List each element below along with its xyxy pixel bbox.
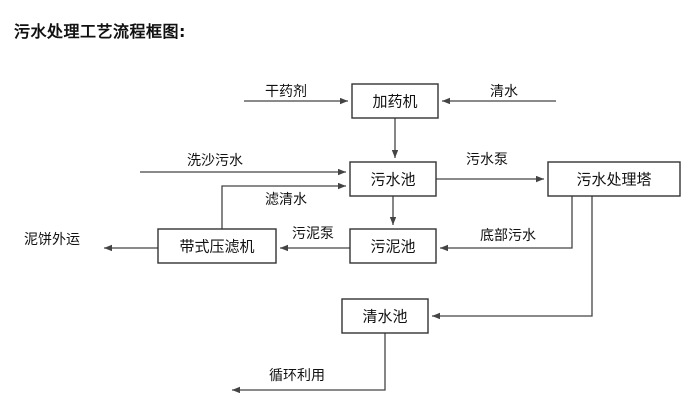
terminal-label-clean-water: 清水 (490, 84, 518, 100)
node-sludge-pool[interactable]: 污泥池 (349, 228, 437, 264)
edge-press-to-sewage-pool-filtrate (221, 182, 346, 229)
edge-label-sludge-pump: 污泥泵 (292, 226, 334, 242)
edge-label-bottom-sewage: 底部污水 (480, 228, 536, 244)
edge-clear-pool-to-recycle (232, 333, 386, 394)
node-label-sewage-treatment-tower: 污水处理塔 (576, 171, 651, 189)
edge-label-recycle: 循环利用 (269, 368, 325, 384)
edge-tower-to-sludge-pool-bottom-sewage (440, 196, 573, 252)
terminal-label-mud-cake: 泥饼外运 (24, 232, 80, 248)
node-label-belt-filter-press: 带式压滤机 (179, 238, 254, 256)
terminal-label-dry-agent: 干药剂 (265, 84, 307, 100)
edge-label-sewage-pump: 污水泵 (466, 152, 508, 168)
node-label-dosing-machine: 加药机 (372, 93, 417, 111)
terminal-label-wash-sewage: 洗沙污水 (187, 153, 243, 169)
page-title: 污水处理工艺流程框图: (14, 22, 186, 41)
node-dosing-machine[interactable]: 加药机 (351, 83, 439, 119)
node-label-sludge-pool: 污泥池 (370, 238, 415, 256)
node-label-sewage-pool: 污水池 (370, 171, 415, 189)
node-belt-filter-press[interactable]: 带式压滤机 (157, 228, 277, 264)
node-sewage-pool[interactable]: 污水池 (349, 161, 437, 197)
edge-tower-to-clear-pool (432, 196, 593, 320)
node-sewage-treatment-tower[interactable]: 污水处理塔 (547, 161, 681, 197)
edge-label-filtrate: 滤清水 (265, 192, 307, 208)
node-label-clear-water-pool: 清水池 (362, 308, 407, 326)
node-clear-water-pool[interactable]: 清水池 (341, 298, 429, 334)
